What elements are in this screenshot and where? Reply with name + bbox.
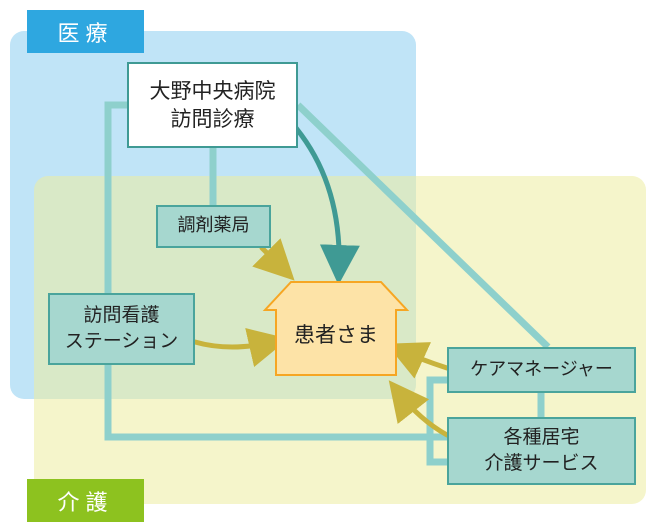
link-hospital-nursing <box>104 101 127 293</box>
pharmacy-node: 調剤薬局 <box>156 205 271 248</box>
link-caremanager-homecare <box>426 376 447 466</box>
patient-node: 患者さま <box>265 282 407 375</box>
medical-tag-label: 医療 <box>57 21 114 47</box>
hospital-name: 大野中央病院 <box>149 78 276 103</box>
arrow-nursing-patient <box>192 328 289 368</box>
arrow-hospital-patient <box>293 125 360 285</box>
patient-label: 患者さま <box>294 323 378 348</box>
home-care-node: 各種居宅 介護サービス <box>447 417 636 485</box>
nursing-label-line1: 訪問看護 <box>83 304 160 327</box>
arrow-homecare-patient <box>388 380 450 438</box>
hospital-service: 訪問診療 <box>170 107 255 131</box>
home-care-label-line1: 各種居宅 <box>503 426 580 449</box>
care-manager-label: ケアマネージャー <box>470 358 613 380</box>
patient-house-shape <box>262 281 410 376</box>
care-tag: 介護 <box>27 479 144 522</box>
care-manager-node: ケアマネージャー <box>447 347 636 393</box>
hospital-node: 大野中央病院 訪問診療 <box>127 62 298 148</box>
arrow-pharmacy-patient <box>252 238 295 281</box>
pharmacy-label: 調剤薬局 <box>177 215 250 237</box>
medical-tag: 医療 <box>27 10 144 53</box>
home-care-label-line2: 介護サービス <box>484 452 599 474</box>
nursing-label-line2: ステーション <box>64 330 179 352</box>
nursing-station-node: 訪問看護 ステーション <box>48 293 195 365</box>
link-nursing-homecare <box>104 365 447 441</box>
care-tag-label: 介護 <box>57 490 114 516</box>
link-hospital-caremanager <box>295 102 551 350</box>
arrow-caremanager-patient <box>386 342 450 379</box>
